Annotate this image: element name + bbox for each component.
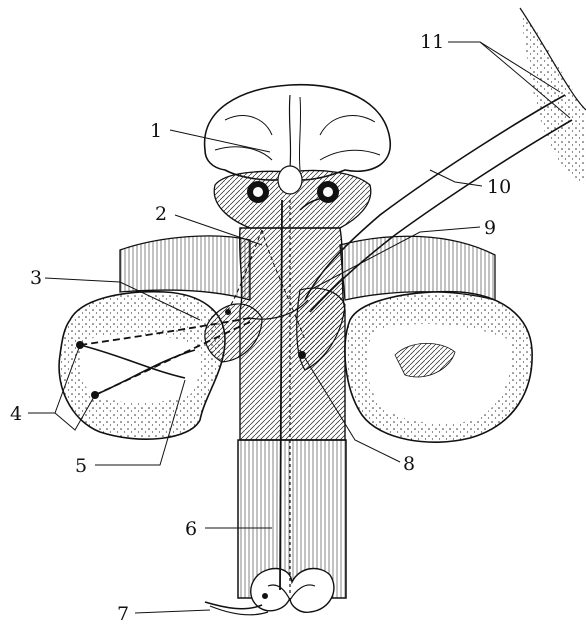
central-nuclei (214, 166, 371, 228)
right-hemisphere (340, 236, 532, 442)
label-8: 8 (403, 453, 415, 475)
label-3: 3 (30, 267, 42, 289)
label-2: 2 (155, 203, 167, 225)
superior-colliculi (205, 85, 391, 180)
label-11: 11 (420, 31, 444, 53)
spinal-cord (205, 440, 346, 615)
label-7: 7 (117, 603, 129, 624)
label-1: 1 (150, 120, 162, 142)
label-10: 10 (487, 176, 511, 198)
label-5: 5 (75, 455, 87, 477)
skin-surface (520, 8, 586, 185)
label-6: 6 (185, 518, 197, 540)
label-4: 4 (10, 403, 22, 425)
label-9: 9 (484, 217, 496, 239)
